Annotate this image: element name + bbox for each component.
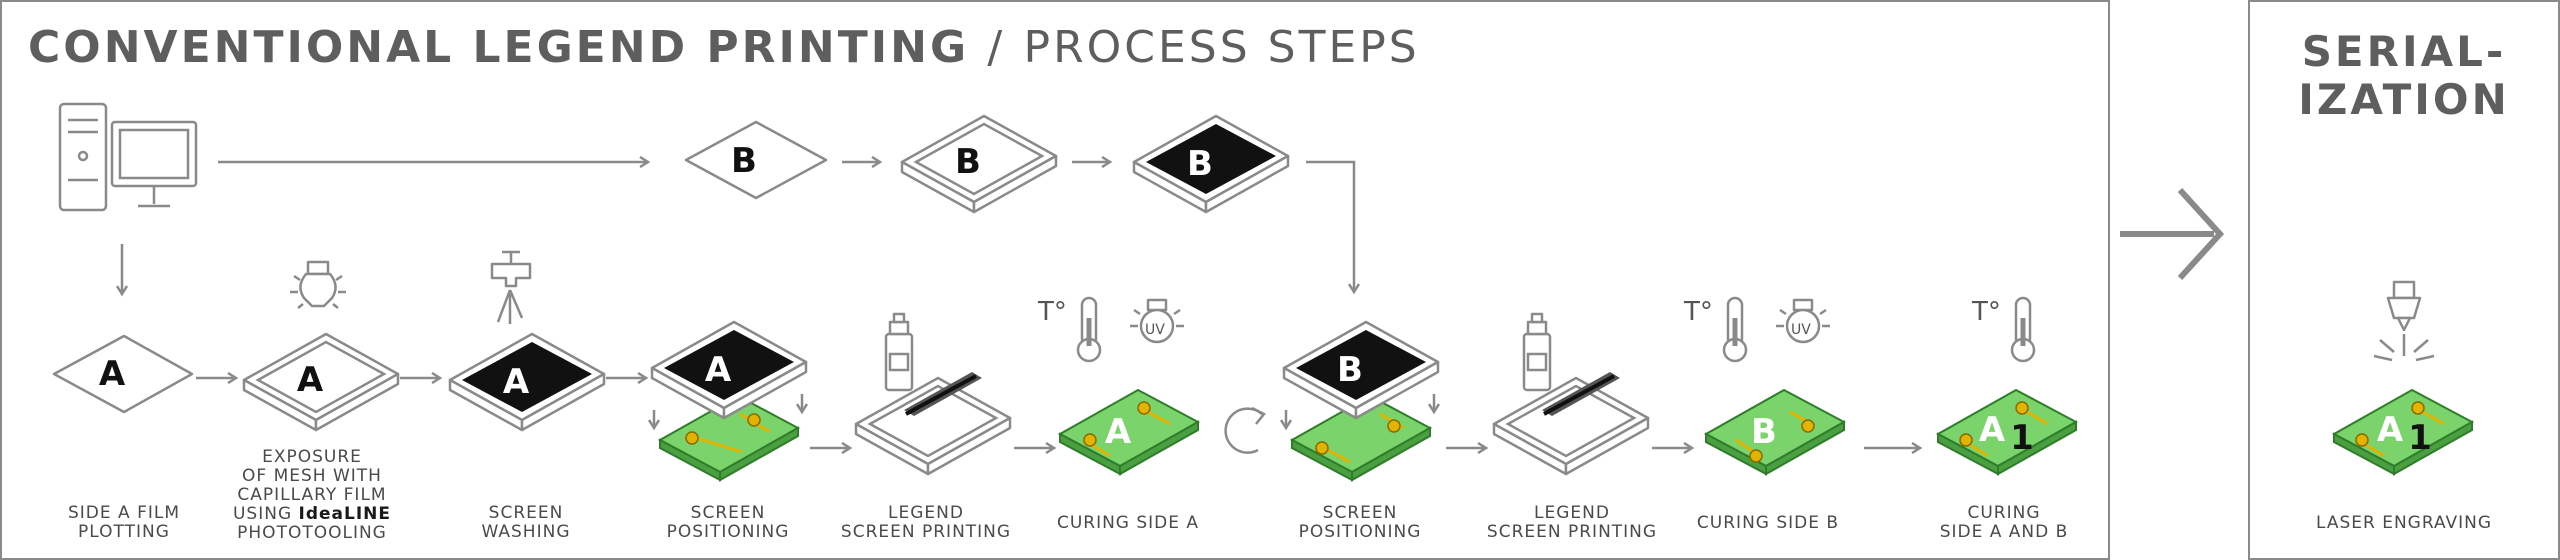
pcb-curing-a-icon: A (1057, 388, 1201, 476)
svg-text:A: A (1979, 410, 2006, 450)
svg-text:T°: T° (1971, 297, 2001, 327)
film-b-icon: B (684, 120, 828, 200)
serialization-title-line2: IZATION (2298, 75, 2510, 124)
frame-b-icon: B (900, 114, 1058, 214)
idealine-brand: IdeaLINE (298, 504, 392, 524)
computer-icon (58, 102, 198, 212)
svg-text:1: 1 (2408, 418, 2432, 458)
ink-bottle-b-icon (1522, 312, 1552, 392)
serialization-title: SERIAL-IZATION (2248, 28, 2560, 124)
positioning-a-icon: A (652, 320, 806, 482)
pcb-serialized-icon: A 1 (2331, 388, 2475, 476)
svg-text:A: A (297, 360, 324, 400)
svg-text:A: A (99, 354, 126, 394)
screen-a-icon: A (448, 332, 606, 432)
svg-text:B: B (1751, 412, 1777, 452)
lamp-icon (290, 260, 346, 309)
label-curing-a: CURING SIDE A (1056, 513, 1200, 533)
screen-b-icon: B (1132, 114, 1290, 214)
svg-text:T°: T° (1037, 297, 1067, 327)
arrow-screen-b-down (1306, 160, 1354, 292)
svg-text:A: A (2377, 410, 2404, 450)
title-main: CONVENTIONAL LEGEND PRINTING (28, 22, 970, 73)
to-serialization-arrow (2120, 187, 2225, 281)
thermometer-ab-icon: T° (1971, 296, 2036, 363)
page-title: CONVENTIONAL LEGEND PRINTING / PROCESS S… (28, 22, 1420, 73)
pcb-curing-ab-icon: A 1 (1935, 388, 2079, 476)
laser-icon (2373, 280, 2435, 362)
uv-lamp-a-icon: UV (1130, 298, 1184, 344)
svg-text:1: 1 (2010, 418, 2034, 458)
svg-text:B: B (955, 142, 981, 182)
svg-text:B: B (1337, 350, 1363, 390)
film-a-icon: A (52, 334, 194, 414)
printing-b-icon (1492, 372, 1650, 476)
thermometer-b-icon: T° (1683, 296, 1748, 363)
serialization-title-line1: SERIAL- (2301, 27, 2507, 76)
exposure-frame-icon: A (242, 332, 400, 432)
svg-text:A: A (705, 350, 732, 390)
svg-text:B: B (731, 141, 757, 181)
svg-text:UV: UV (1145, 322, 1165, 338)
faucet-icon (490, 250, 532, 324)
positioning-b-icon: B (1284, 320, 1438, 482)
svg-text:T°: T° (1683, 297, 1713, 327)
svg-text:UV: UV (1791, 322, 1811, 338)
uv-lamp-b-icon: UV (1776, 298, 1830, 344)
pcb-curing-b-icon: B (1703, 388, 1847, 476)
thermometer-a-icon: T° (1037, 296, 1102, 363)
title-sub: PROCESS STEPS (1023, 22, 1420, 73)
label-laser-engraving: LASER ENGRAVING (2315, 513, 2493, 533)
svg-text:A: A (503, 362, 530, 402)
printing-a-icon (854, 372, 1012, 476)
label-curing-b: CURING SIDE B (1696, 513, 1840, 533)
svg-text:A: A (1105, 412, 1132, 452)
flip-board-icon (1224, 406, 1266, 454)
ink-bottle-icon (884, 312, 914, 392)
svg-text:B: B (1187, 144, 1213, 184)
title-separator: / (987, 22, 1006, 73)
